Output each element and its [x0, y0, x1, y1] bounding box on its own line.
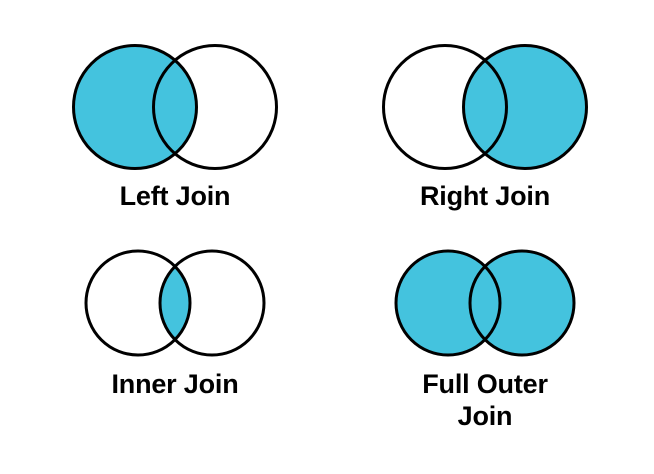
venn-graphic-full-outer-join [390, 246, 580, 360]
venn-label-left-join: Left Join [119, 181, 231, 211]
right-circle-fill-full-outer-join [470, 251, 574, 355]
venn-svg-full-outer-join [394, 249, 576, 357]
venn-graphic-inner-join [80, 246, 270, 360]
right-circle-outline-inner-join [158, 249, 266, 357]
venn-cell-full-outer-join: Full Outer Join [350, 240, 620, 470]
left-circle-fill-full-outer-join [396, 251, 500, 355]
left-circle-outline-full-outer-join [394, 249, 502, 357]
left-circle-outline-right-join [382, 44, 508, 170]
venn-label-inner-join: Inner Join [111, 369, 239, 399]
venn-cell-left-join: Left Join [40, 30, 310, 245]
venn-svg-right-join [382, 44, 588, 170]
venn-label-full-outer-join: Full Outer Join [422, 369, 548, 431]
venn-svg-left-join [72, 44, 278, 170]
venn-graphic-right-join [380, 40, 590, 174]
left-circle-outline-left-join [72, 44, 198, 170]
right-circle-outline-right-join [462, 44, 588, 170]
venn-graphic-left-join [70, 40, 280, 174]
left-circle-fill-inner-join [86, 251, 190, 355]
venn-cell-inner-join: Inner Join [40, 240, 310, 470]
intersection-fill-right-join [463, 45, 507, 169]
right-circle-outline-left-join [152, 44, 278, 170]
venn-cell-right-join: Right Join [350, 30, 620, 245]
right-circle-outline-full-outer-join [468, 249, 576, 357]
intersection-fill-left-join [153, 45, 197, 169]
venn-svg-inner-join [84, 249, 266, 357]
right-circle-fill-inner-join [160, 251, 264, 355]
left-circle-outline-inner-join [84, 249, 192, 357]
venn-label-right-join: Right Join [420, 181, 550, 211]
